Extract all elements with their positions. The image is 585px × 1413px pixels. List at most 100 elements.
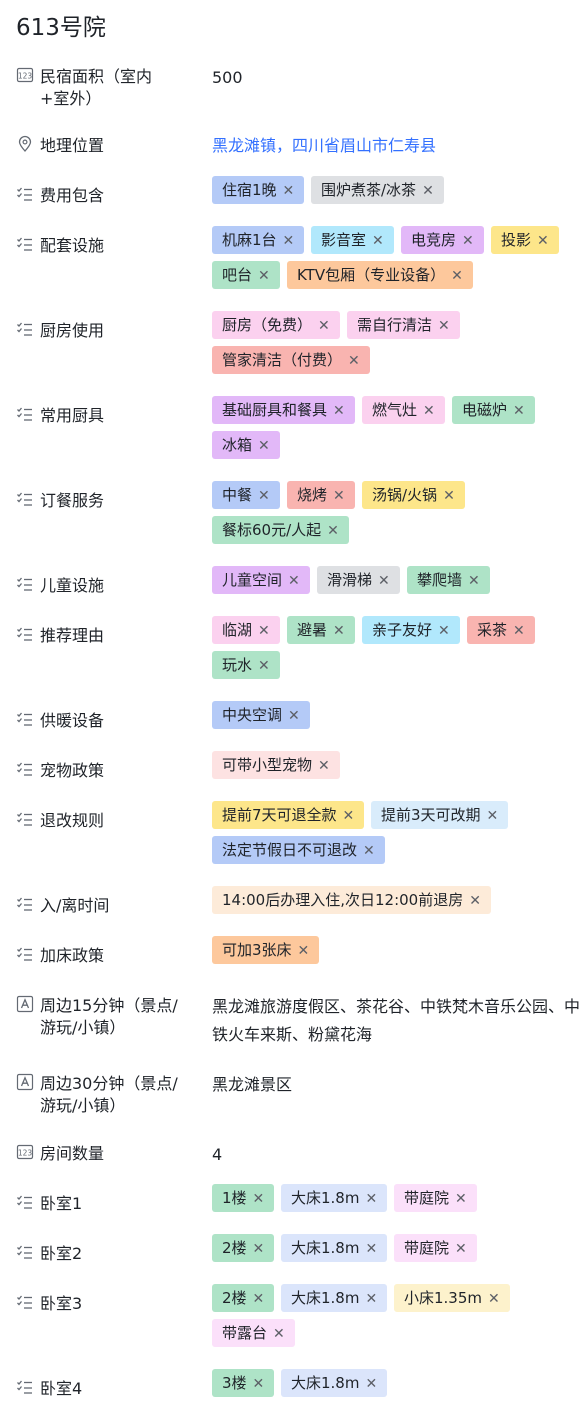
remove-tag-icon[interactable]: ✕: [342, 808, 355, 824]
remove-tag-icon[interactable]: ✕: [363, 843, 375, 859]
remove-tag-icon[interactable]: ✕: [537, 233, 549, 249]
tag-label: 中餐: [222, 486, 253, 504]
remove-tag-icon[interactable]: ✕: [468, 573, 480, 589]
option-tag[interactable]: 提前7天可退全款✕: [212, 801, 365, 829]
remove-tag-icon[interactable]: ✕: [288, 708, 300, 724]
remove-tag-icon[interactable]: ✕: [258, 488, 270, 504]
option-tag[interactable]: 大床1.8m✕: [281, 1284, 388, 1312]
option-tag[interactable]: 汤锅/火锅✕: [362, 481, 465, 509]
option-tag[interactable]: 住宿1晚✕: [212, 176, 305, 204]
option-tag[interactable]: 儿童空间✕: [212, 566, 310, 594]
option-tag[interactable]: 围炉煮茶/冰茶✕: [311, 176, 444, 204]
option-tag[interactable]: 攀爬墙✕: [407, 566, 490, 594]
option-tag[interactable]: 3楼✕: [212, 1369, 275, 1397]
remove-tag-icon[interactable]: ✕: [365, 1241, 378, 1257]
remove-tag-icon[interactable]: ✕: [513, 623, 525, 639]
multiselect-icon: [16, 185, 34, 203]
remove-tag-icon[interactable]: ✕: [252, 1191, 265, 1207]
option-tag[interactable]: 2楼 ✕: [212, 1284, 275, 1312]
remove-tag-icon[interactable]: ✕: [486, 808, 499, 824]
location-link[interactable]: 黑龙滩镇，四川省眉山市仁寿县: [212, 136, 437, 155]
option-tag[interactable]: 14:00后办理入住,次日12:00前退房✕: [212, 886, 491, 914]
option-tag[interactable]: 餐标60元/人起✕: [212, 516, 349, 544]
remove-tag-icon[interactable]: ✕: [513, 403, 525, 419]
remove-tag-icon[interactable]: ✕: [333, 488, 345, 504]
option-tag[interactable]: 需自行清洁✕: [347, 311, 460, 339]
remove-tag-icon[interactable]: ✕: [455, 1191, 467, 1207]
remove-tag-icon[interactable]: ✕: [365, 1291, 378, 1307]
option-tag[interactable]: 吧台✕: [212, 261, 280, 289]
option-tag[interactable]: 滑滑梯✕: [317, 566, 400, 594]
option-tag[interactable]: 中央空调✕: [212, 701, 310, 729]
tag-label: 2楼: [222, 1289, 247, 1307]
remove-tag-icon[interactable]: ✕: [488, 1291, 500, 1307]
remove-tag-icon[interactable]: ✕: [252, 1376, 265, 1392]
tag-label: 可带小型宠物: [222, 756, 313, 774]
remove-tag-icon[interactable]: ✕: [318, 758, 330, 774]
remove-tag-icon[interactable]: ✕: [258, 268, 270, 284]
remove-tag-icon[interactable]: ✕: [258, 623, 270, 639]
remove-tag-icon[interactable]: ✕: [438, 623, 450, 639]
remove-tag-icon[interactable]: ✕: [273, 1326, 285, 1342]
remove-tag-icon[interactable]: ✕: [422, 183, 434, 199]
option-tag[interactable]: 中餐 ✕: [212, 481, 280, 509]
option-tag[interactable]: 投影✕: [491, 226, 559, 254]
field-label: 加床政策: [40, 946, 105, 965]
remove-tag-icon[interactable]: ✕: [333, 403, 345, 419]
option-tag[interactable]: 避暑✕: [287, 616, 355, 644]
remove-tag-icon[interactable]: ✕: [348, 353, 360, 369]
option-tag[interactable]: 冰箱✕: [212, 431, 280, 459]
option-tag[interactable]: KTV包厢（专业设备）✕: [287, 261, 473, 289]
option-tag[interactable]: 燃气灶✕: [362, 396, 445, 424]
remove-tag-icon[interactable]: ✕: [252, 1291, 265, 1307]
option-tag[interactable]: 大床1.8m✕: [281, 1234, 388, 1262]
remove-tag-icon[interactable]: ✕: [365, 1376, 378, 1392]
option-tag[interactable]: 烧烤✕: [287, 481, 355, 509]
option-tag[interactable]: 影音室✕: [311, 226, 394, 254]
field-label: 地理位置: [40, 136, 105, 155]
option-tag[interactable]: 电磁炉✕: [452, 396, 535, 424]
option-tag[interactable]: 1楼✕: [212, 1184, 275, 1212]
remove-tag-icon[interactable]: ✕: [282, 183, 295, 199]
option-tag[interactable]: 带露台✕: [212, 1319, 295, 1347]
remove-tag-icon[interactable]: ✕: [378, 573, 390, 589]
option-tag[interactable]: 基础厨具和餐具✕: [212, 396, 355, 424]
remove-tag-icon[interactable]: ✕: [451, 268, 463, 284]
remove-tag-icon[interactable]: ✕: [318, 318, 330, 334]
option-tag[interactable]: 机麻1台✕: [212, 226, 305, 254]
remove-tag-icon[interactable]: ✕: [469, 893, 481, 909]
remove-tag-icon[interactable]: ✕: [258, 658, 270, 674]
remove-tag-icon[interactable]: ✕: [327, 523, 339, 539]
tag-label: 玩水: [222, 656, 253, 674]
option-tag[interactable]: 管家清洁（付费）✕: [212, 346, 370, 374]
remove-tag-icon[interactable]: ✕: [365, 1191, 378, 1207]
option-tag[interactable]: 可加3张床✕: [212, 936, 320, 964]
option-tag[interactable]: 带庭院✕: [394, 1184, 477, 1212]
option-tag[interactable]: 大床1.8m✕: [281, 1184, 388, 1212]
option-tag[interactable]: 2楼✕: [212, 1234, 275, 1262]
option-tag[interactable]: 大床1.8m✕: [281, 1369, 388, 1397]
option-tag[interactable]: 可带小型宠物 ✕: [212, 751, 340, 779]
option-tag[interactable]: 玩水 ✕: [212, 651, 280, 679]
remove-tag-icon[interactable]: ✕: [252, 1241, 265, 1257]
remove-tag-icon[interactable]: ✕: [462, 233, 474, 249]
option-tag[interactable]: 亲子友好✕: [362, 616, 460, 644]
remove-tag-icon[interactable]: ✕: [438, 318, 450, 334]
remove-tag-icon[interactable]: ✕: [288, 573, 300, 589]
option-tag[interactable]: 临湖✕: [212, 616, 280, 644]
remove-tag-icon[interactable]: ✕: [455, 1241, 467, 1257]
option-tag[interactable]: 小床1.35m✕: [394, 1284, 510, 1312]
remove-tag-icon[interactable]: ✕: [333, 623, 345, 639]
remove-tag-icon[interactable]: ✕: [297, 943, 310, 959]
remove-tag-icon[interactable]: ✕: [443, 488, 455, 504]
remove-tag-icon[interactable]: ✕: [372, 233, 384, 249]
option-tag[interactable]: 电竞房✕: [401, 226, 484, 254]
remove-tag-icon[interactable]: ✕: [423, 403, 435, 419]
option-tag[interactable]: 带庭院✕: [394, 1234, 477, 1262]
remove-tag-icon[interactable]: ✕: [282, 233, 295, 249]
option-tag[interactable]: 厨房（免费）✕: [212, 311, 340, 339]
remove-tag-icon[interactable]: ✕: [258, 438, 270, 454]
option-tag[interactable]: 提前3天可改期✕: [371, 801, 509, 829]
option-tag[interactable]: 法定节假日不可退改✕: [212, 836, 385, 864]
option-tag[interactable]: 采茶✕: [467, 616, 535, 644]
